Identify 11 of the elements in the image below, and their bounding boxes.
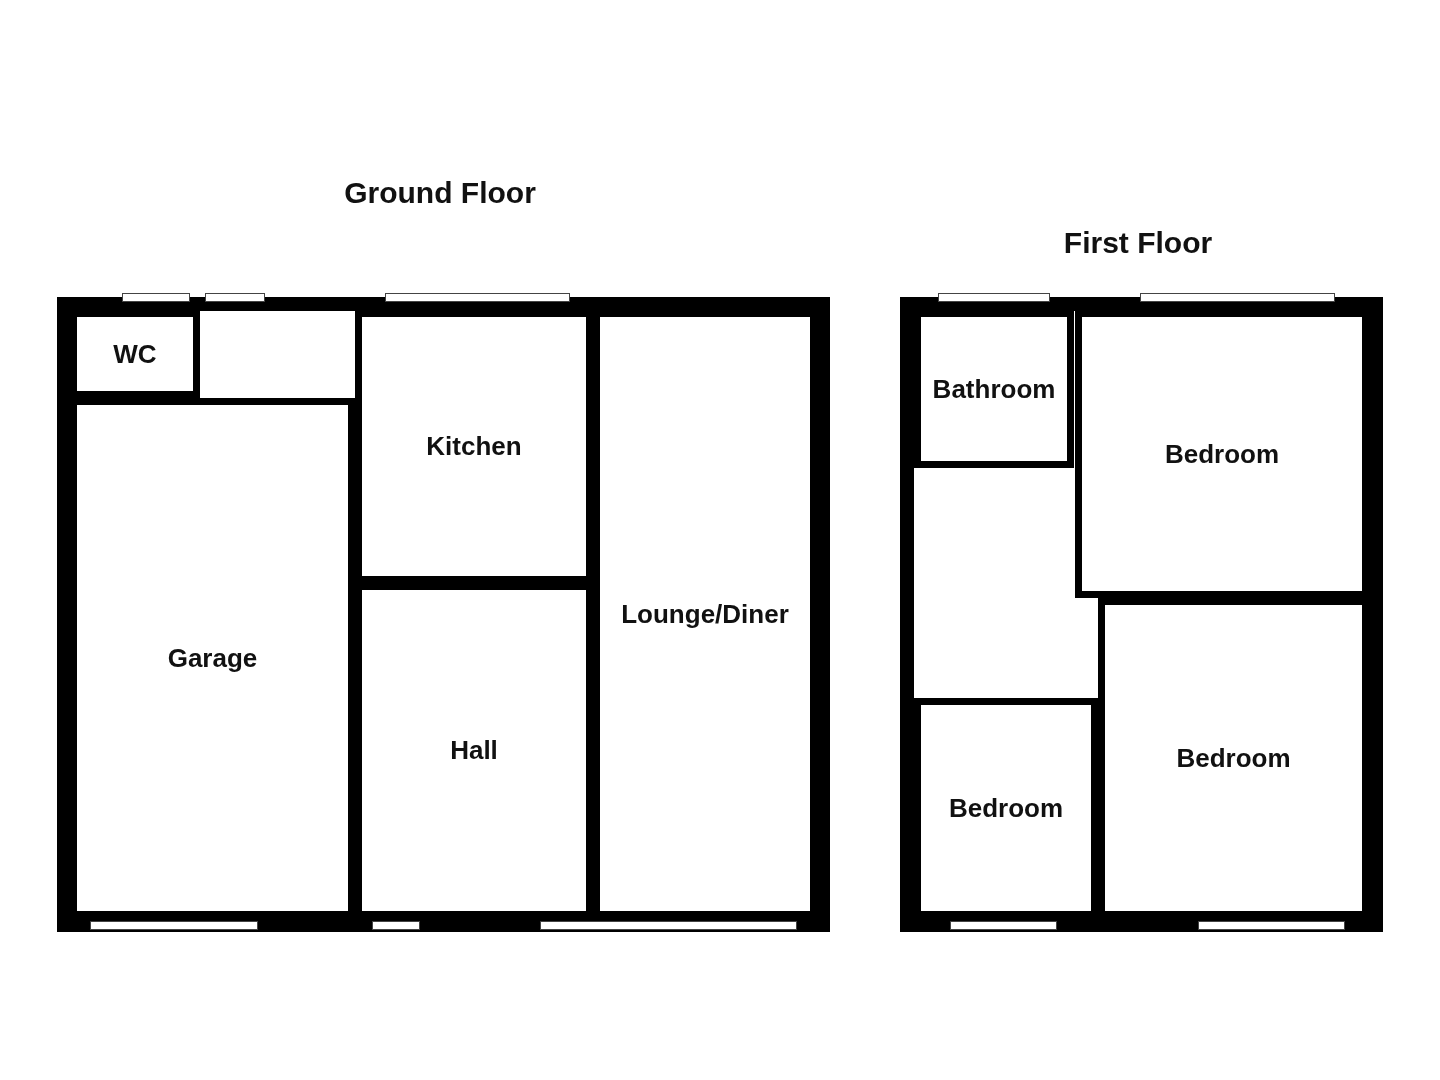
room-label: Garage [167,642,258,674]
room-label: Hall [450,735,498,766]
floor-heading: Ground Floor [344,176,536,210]
floor-heading: First Floor [1063,226,1213,260]
room-label: Lounge/Diner [621,598,789,630]
room-label: WC [113,338,157,370]
room-label: Bedroom [948,792,1064,824]
room-label: Bathroom [932,373,1056,405]
room-label: Kitchen [426,431,522,462]
room-label: Bedroom [1164,438,1280,470]
room-label: Bedroom [1176,742,1291,774]
